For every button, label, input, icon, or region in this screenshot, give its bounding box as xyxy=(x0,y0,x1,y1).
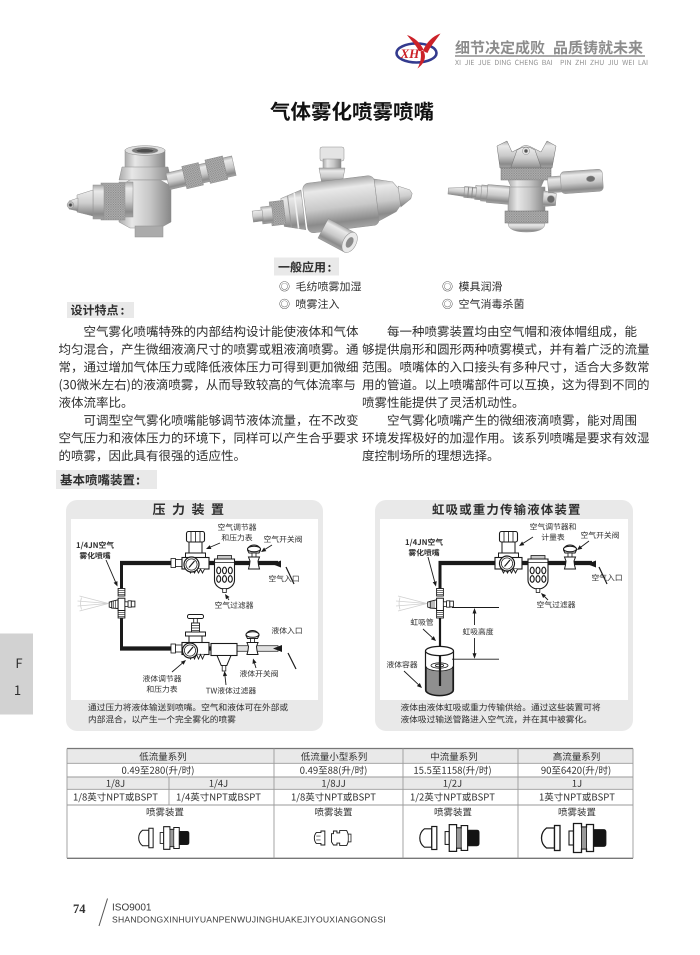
svg-text:XH: XH xyxy=(400,46,421,61)
svg-text:ISO9001: ISO9001 xyxy=(112,903,152,914)
svg-text:SHANDONGXINHUIYUANPENWUJINGHUA: SHANDONGXINHUIYUANPENWUJINGHUAKEJIYOUXIA… xyxy=(112,915,386,925)
svg-text:74: 74 xyxy=(73,902,86,916)
